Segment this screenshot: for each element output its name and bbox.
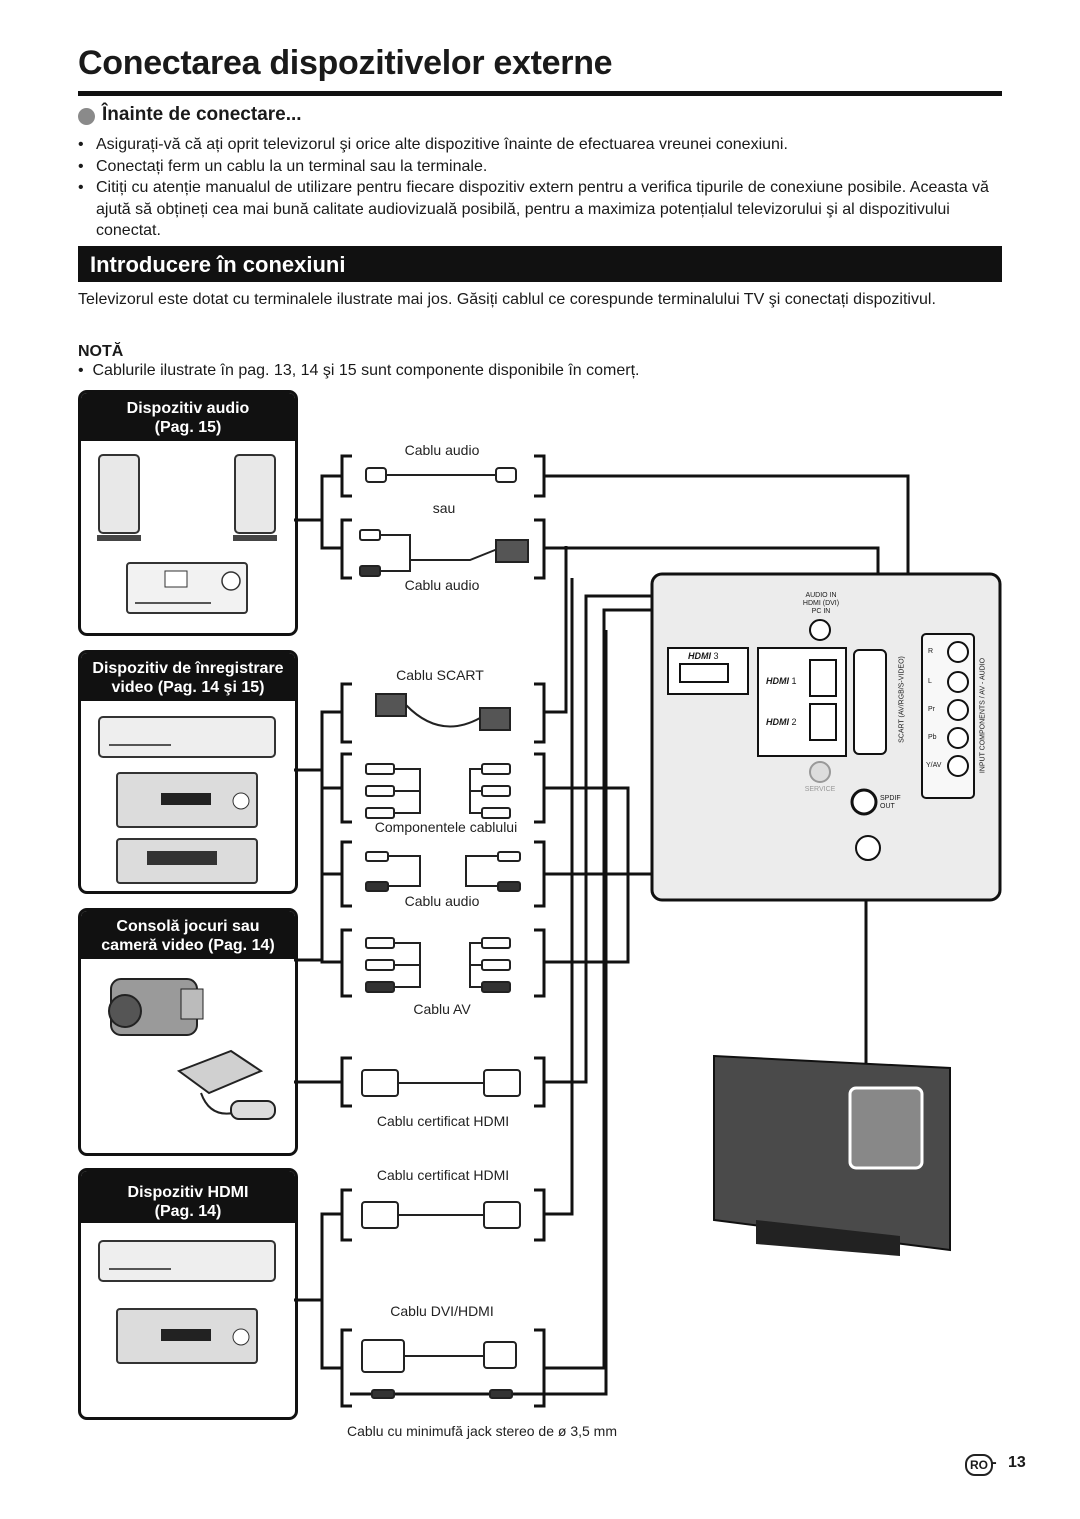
audio-device-title: Dispozitiv audio(Pag. 15) [81, 393, 295, 441]
cable-audio-label-3: Cablu audio [404, 893, 480, 909]
component-l-label: L [928, 678, 932, 685]
service-label: SERVICE [804, 786, 836, 793]
audio-device-panel: Dispozitiv audio(Pag. 15) [78, 390, 298, 636]
list-item: Conectați ferm un cablu la un terminal s… [78, 156, 1008, 178]
page-title: Conectarea dispozitivelor externe [78, 44, 613, 82]
scart-port-label: SCART (AV/RGB/S-VIDEO) [898, 656, 906, 743]
component-pb-label: Pb [928, 734, 937, 741]
component-pr-label: Pr [928, 706, 935, 713]
component-yav-label: Y/AV [926, 762, 942, 769]
speakers-amplifier-icon [97, 454, 277, 614]
cable-component-label: Componentele cablului [374, 819, 518, 835]
cable-hdmi-label-1: Cablu certificat HDMI [376, 1113, 510, 1129]
section-heading-intro: Introducere în conexiuni [90, 252, 346, 277]
cable-or-label: sau [432, 500, 456, 516]
section-bar: Introducere în conexiuni [78, 246, 1002, 282]
hdmi1-logo: HDMI 1 [766, 676, 797, 686]
video-recorders-icon [98, 716, 276, 884]
hdmi-players-icon [98, 1240, 276, 1364]
hdmi-device-panel: Dispozitiv HDMI(Pag. 14) [78, 1168, 298, 1420]
note-body: Cablurile ilustrate în pag. 13, 14 şi 15… [92, 362, 640, 379]
title-rule [78, 91, 1002, 96]
component-side-label: INPUT COMPONENTS / AV - AUDIO [979, 657, 987, 774]
cable-av-label: Cablu AV [413, 1001, 471, 1017]
intro-paragraph: Televizorul este dotat cu terminalele il… [78, 291, 936, 308]
hdmi-device-title: Dispozitiv HDMI(Pag. 14) [81, 1171, 295, 1223]
hdmi2-logo: HDMI 2 [766, 717, 797, 727]
hdmi3-logo: HDMI 3 [688, 651, 719, 661]
cable-scart-label: Cablu SCART [396, 667, 484, 683]
cable-hdmi-label-2: Cablu certificat HDMI [376, 1167, 510, 1183]
page-number: 13 [1008, 1454, 1026, 1471]
language-badge: RO [965, 1454, 993, 1476]
cable-audio-label-2: Cablu audio [404, 577, 480, 593]
section-bullet-icon [78, 108, 95, 125]
list-item: Asigurați-vă că ați oprit televizorul şi… [78, 134, 1008, 156]
cable-jack-label: Cablu cu minimufă jack stereo de ø 3,5 m… [347, 1423, 617, 1439]
cable-dvi-label: Cablu DVI/HDMI [390, 1303, 494, 1319]
before-connecting-list: Asigurați-vă că ați oprit televizorul şi… [78, 134, 1008, 242]
section-heading-before: Înainte de conectare... [102, 104, 302, 125]
page-separator: - [991, 1454, 997, 1471]
list-item: Citiți cu atenție manualul de utilizare … [78, 177, 1008, 242]
note-label: NOTĂ [78, 343, 124, 360]
cable-audio-label-1: Cablu audio [404, 442, 480, 458]
note-text: • Cablurile ilustrate în pag. 13, 14 şi … [78, 362, 640, 379]
camcorder-console-icon [108, 978, 276, 1120]
component-r-label: R [928, 648, 934, 655]
